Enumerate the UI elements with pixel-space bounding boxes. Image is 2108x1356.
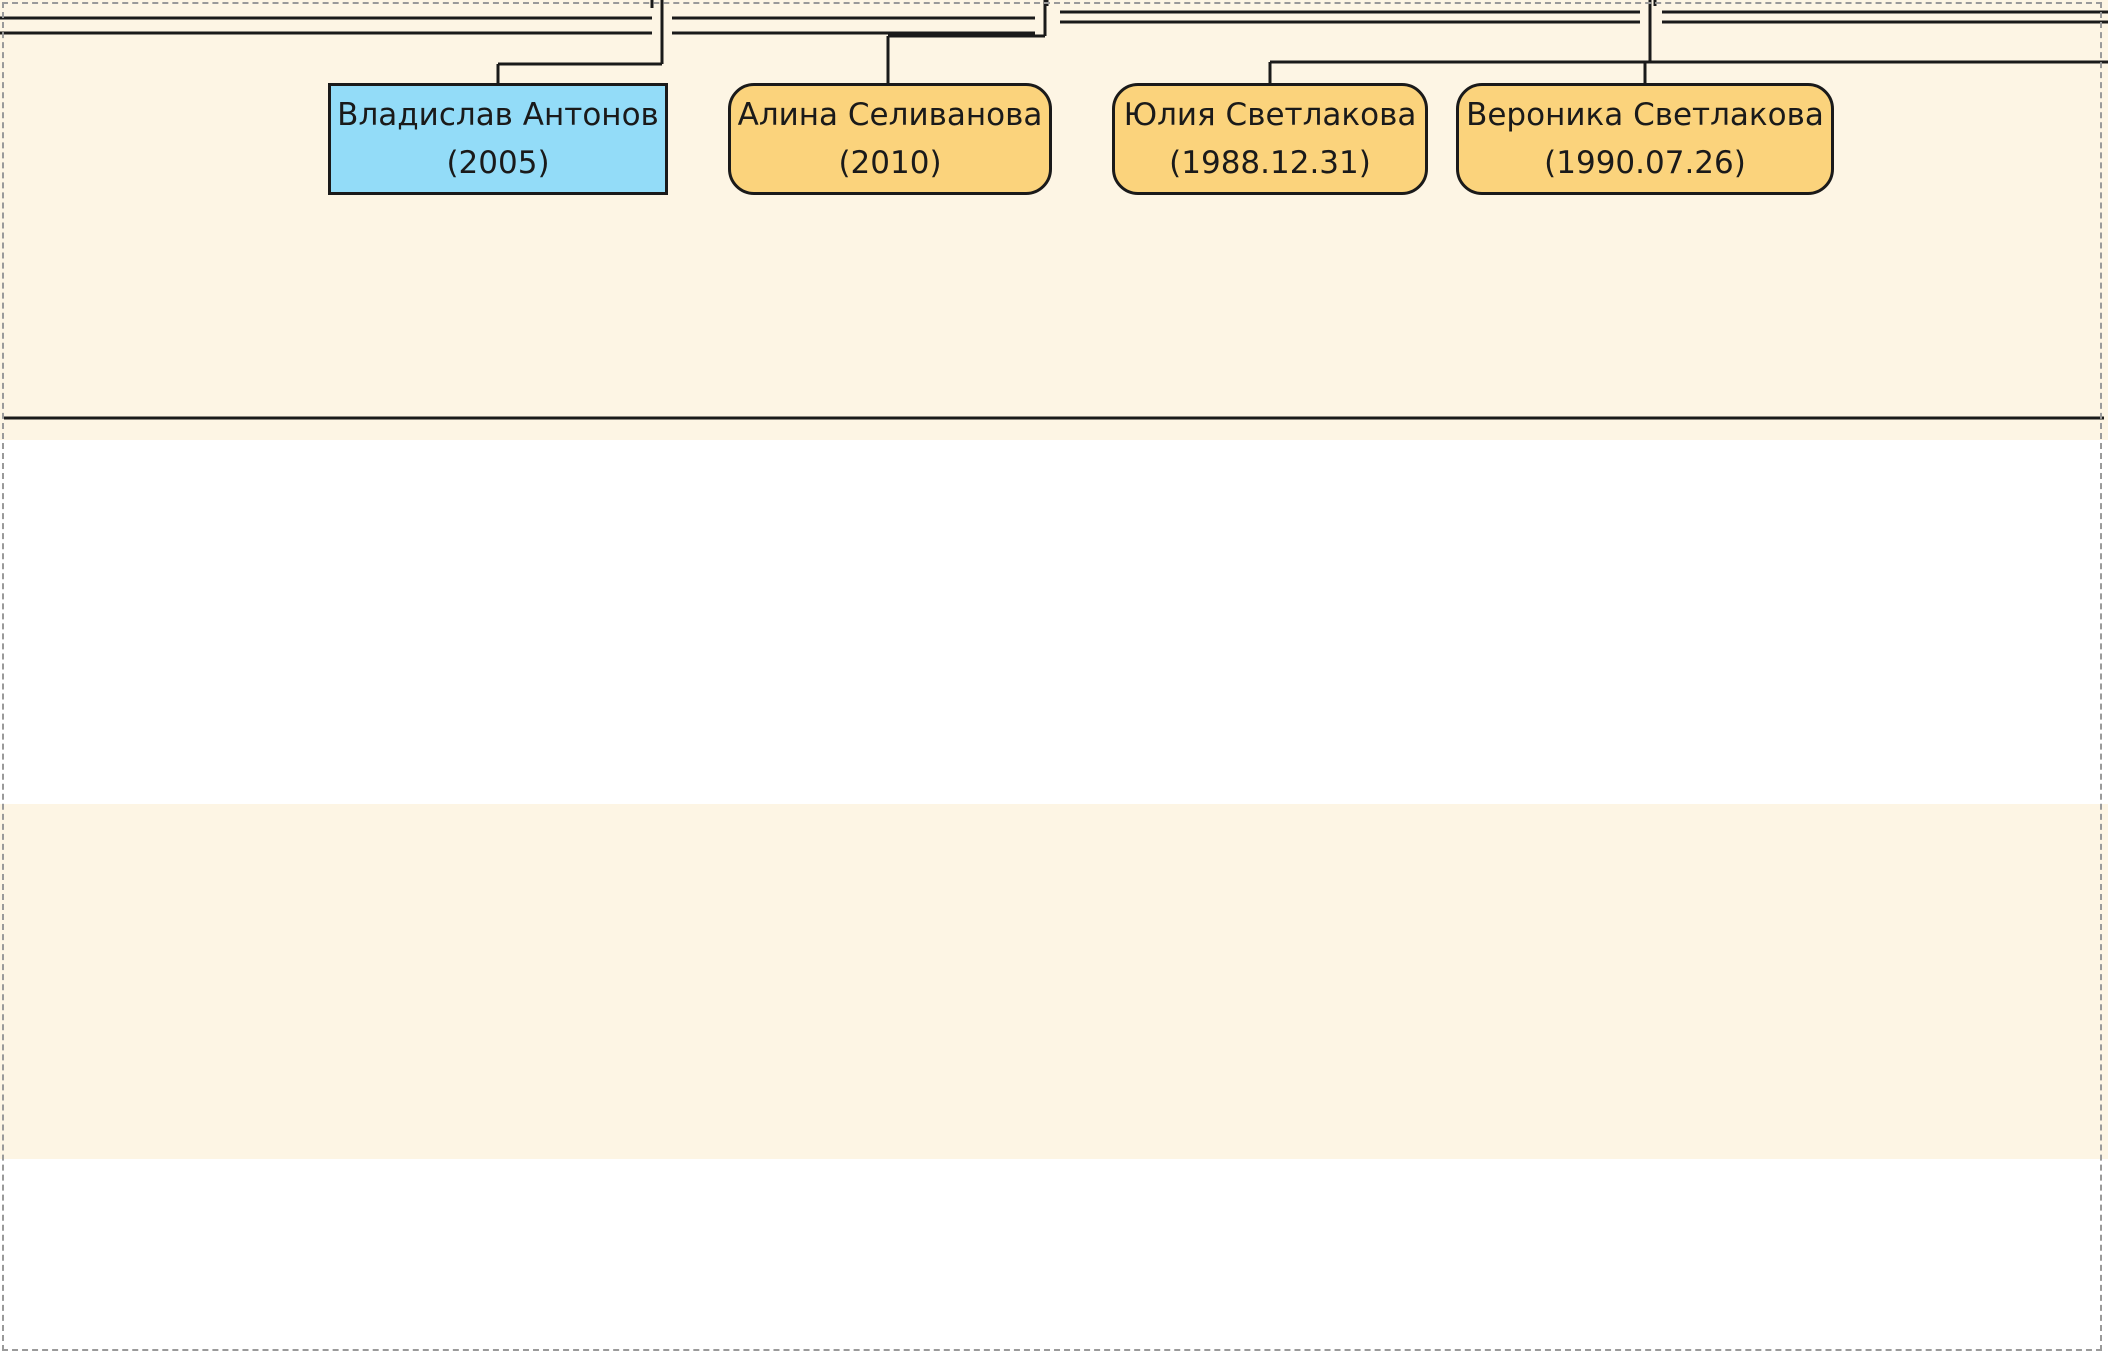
person-date: (2005)	[446, 145, 550, 181]
person-card-alina-selivanova[interactable]: Алина Селиванова (2010)	[728, 83, 1052, 195]
person-card-veronika-svetlakova[interactable]: Вероника Светлакова (1990.07.26)	[1456, 83, 1834, 195]
person-name: Алина Селиванова	[737, 97, 1043, 133]
person-name: Вероника Светлакова	[1466, 97, 1824, 133]
generation-band-3	[0, 804, 2108, 1159]
person-date: (1990.07.26)	[1544, 145, 1746, 181]
person-name: Юлия Светлакова	[1123, 97, 1417, 133]
generation-band-2	[0, 440, 2108, 804]
generation-band-1	[0, 0, 2108, 440]
person-card-yulia-svetlakova[interactable]: Юлия Светлакова (1988.12.31)	[1112, 83, 1428, 195]
person-card-vladislav-antonov[interactable]: Владислав Антонов (2005)	[328, 83, 668, 195]
person-date: (1988.12.31)	[1169, 145, 1371, 181]
generation-band-4	[0, 1159, 2108, 1356]
person-date: (2010)	[838, 145, 942, 181]
person-name: Владислав Антонов	[337, 97, 659, 133]
